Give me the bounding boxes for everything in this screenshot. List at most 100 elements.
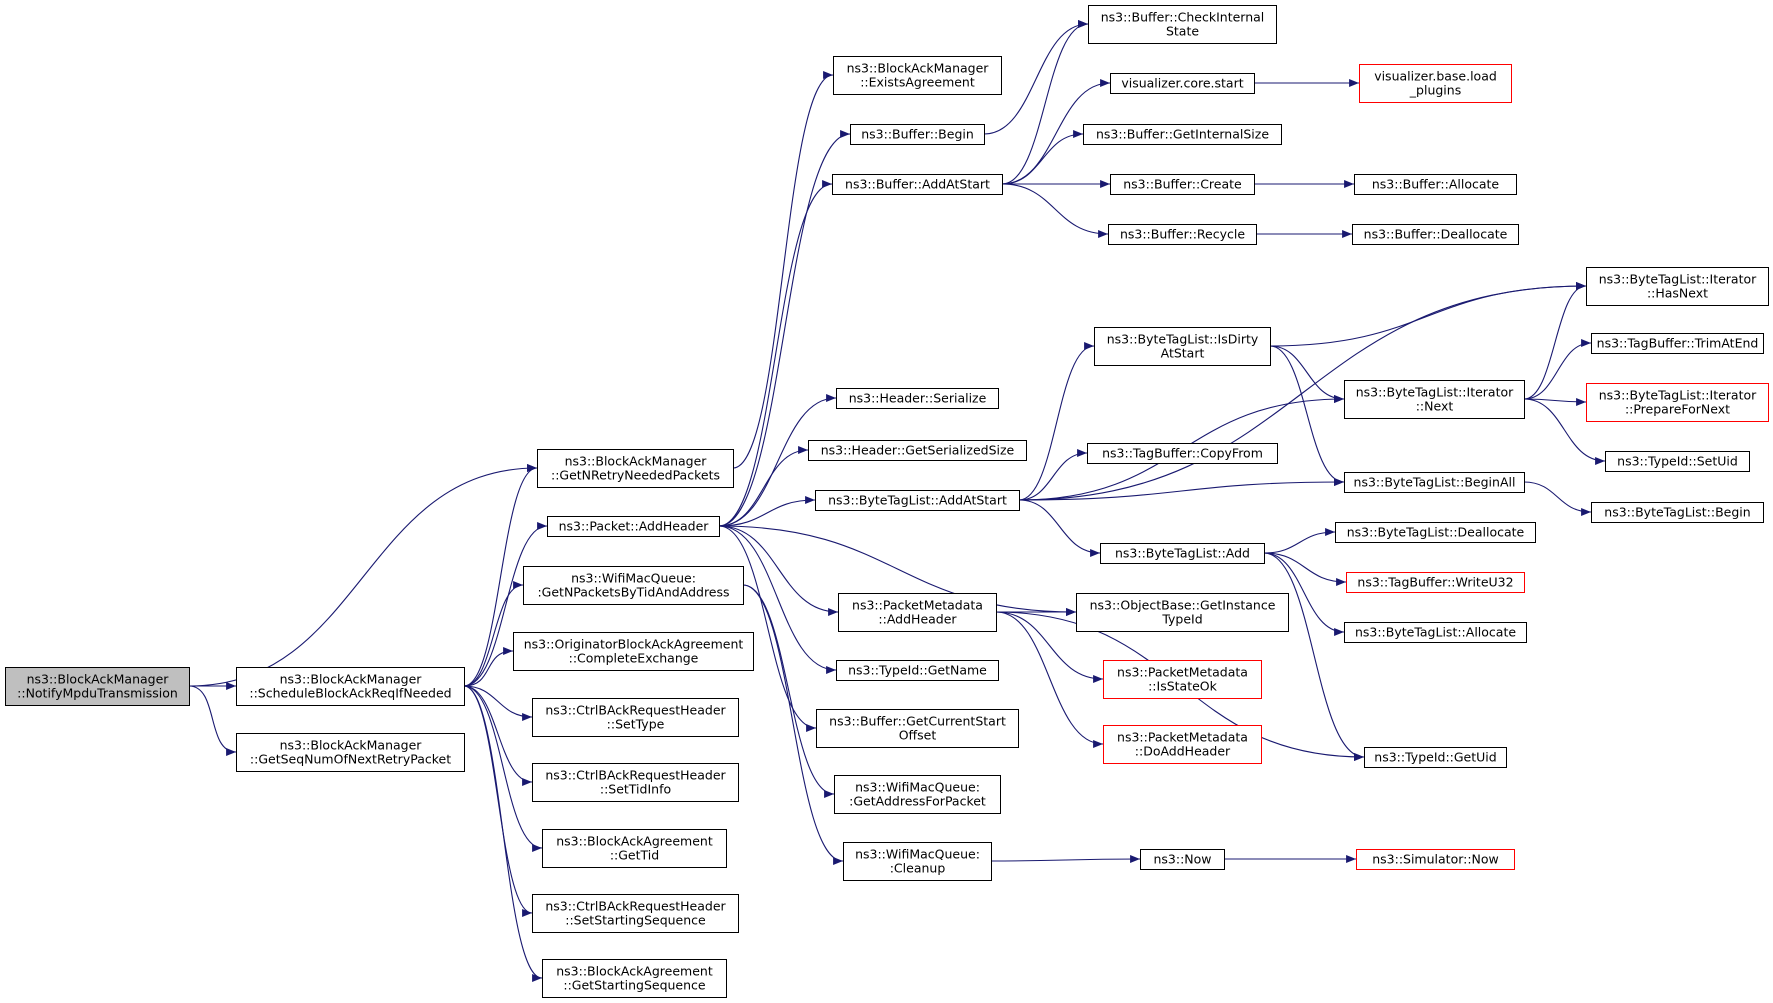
node-label: TypeId <box>1161 612 1202 627</box>
node-header_serialize[interactable]: ns3::Header::Serialize <box>836 388 999 409</box>
node-typeid_getuid[interactable]: ns3::TypeId::GetUid <box>1364 747 1507 768</box>
node-box <box>1605 451 1750 472</box>
node-buffer_create[interactable]: ns3::Buffer::Create <box>1110 174 1255 195</box>
node-viz_core_start[interactable]: visualizer.core.start <box>1110 73 1255 94</box>
node-label: ns3::TagBuffer::WriteU32 <box>1357 575 1513 590</box>
edge-schedule-to-completeexchange <box>463 647 514 687</box>
edge-packet_addheader-to-buffer_begin <box>718 130 851 527</box>
node-label: Offset <box>899 728 937 743</box>
node-buffer_recycle[interactable]: ns3::Buffer::Recycle <box>1108 224 1257 245</box>
node-completeexchange[interactable]: ns3::OriginatorBlockAckAgreement::Comple… <box>513 632 754 671</box>
node-btl_deallocate[interactable]: ns3::ByteTagList::Deallocate <box>1335 522 1536 543</box>
edge-btl_addatstart-to-btl_add <box>1018 499 1101 557</box>
node-buffer_allocate[interactable]: ns3::Buffer::Allocate <box>1354 174 1517 195</box>
node-box <box>236 733 465 772</box>
node-btl_iter_hasnext[interactable]: ns3::ByteTagList::Iterator::HasNext <box>1586 267 1769 306</box>
node-box <box>1344 472 1525 493</box>
node-pm_doaddheader[interactable]: ns3::PacketMetadata::DoAddHeader <box>1103 725 1262 764</box>
node-settidinfo[interactable]: ns3::CtrlBAckRequestHeader::SetTidInfo <box>532 763 739 802</box>
edge-schedule-to-gettid <box>463 685 543 852</box>
node-label: ns3::TagBuffer::TrimAtEnd <box>1597 336 1759 351</box>
node-box <box>1359 64 1512 103</box>
node-pm_addheader[interactable]: ns3::PacketMetadata::AddHeader <box>838 593 997 632</box>
node-box <box>1083 124 1282 145</box>
node-schedule[interactable]: ns3::BlockAckManager::ScheduleBlockAckRe… <box>236 667 465 706</box>
node-label: ::HasNext <box>1647 286 1708 301</box>
edge-btl_isdirty-to-btl_iter_hasnext <box>1269 282 1587 347</box>
node-cleanup[interactable]: ns3::WifiMacQueue::Cleanup <box>843 842 992 881</box>
node-label: ::CompleteExchange <box>569 651 699 666</box>
node-label: ns3::TagBuffer::CopyFrom <box>1102 446 1263 461</box>
node-btl_addatstart[interactable]: ns3::ByteTagList::AddAtStart <box>815 490 1020 511</box>
node-label: ns3::Buffer::GetCurrentStart <box>829 714 1006 729</box>
node-viz_base_load[interactable]: visualizer.base.load_plugins <box>1359 64 1512 103</box>
node-label: ns3::CtrlBAckRequestHeader <box>545 899 726 914</box>
node-label: _plugins <box>1409 83 1461 98</box>
edge-btl_isdirty-to-btl_beginall <box>1269 345 1345 486</box>
edge-root-to-getseqnum <box>188 685 237 756</box>
node-tagbuffer_writeu32[interactable]: ns3::TagBuffer::WriteU32 <box>1346 572 1525 593</box>
node-typeid_getname[interactable]: ns3::TypeId::GetName <box>836 660 999 681</box>
node-setstartingseq[interactable]: ns3::CtrlBAckRequestHeader::SetStartingS… <box>532 894 739 933</box>
node-tagbuffer_trimatend[interactable]: ns3::TagBuffer::TrimAtEnd <box>1591 333 1764 354</box>
node-box <box>850 124 985 145</box>
node-label: ::GetSeqNumOfNextRetryPacket <box>250 752 451 767</box>
node-label: ns3::PacketMetadata <box>852 598 983 613</box>
node-label: ::SetTidInfo <box>600 782 671 797</box>
node-btl_begin[interactable]: ns3::ByteTagList::Begin <box>1591 502 1764 523</box>
node-label: ns3::BlockAckManager <box>280 672 423 687</box>
node-btl_add[interactable]: ns3::ByteTagList::Add <box>1100 543 1265 564</box>
node-label: ns3::Buffer::Recycle <box>1120 227 1245 242</box>
node-settype[interactable]: ns3::CtrlBAckRequestHeader::SetType <box>532 698 739 737</box>
node-buffer_begin[interactable]: ns3::Buffer::Begin <box>850 124 985 145</box>
node-label: State <box>1166 24 1199 39</box>
node-pm_isstateok[interactable]: ns3::PacketMetadata::IsStateOk <box>1103 660 1262 699</box>
node-label: ns3::Now <box>1153 852 1211 867</box>
node-ns3_now[interactable]: ns3::Now <box>1140 849 1225 870</box>
node-getseqnum[interactable]: ns3::BlockAckManager::GetSeqNumOfNextRet… <box>236 733 465 772</box>
node-getaddressforpacket[interactable]: ns3::WifiMacQueue::GetAddressForPacket <box>834 775 1001 814</box>
node-getnpackets[interactable]: ns3::WifiMacQueue::GetNPacketsByTidAndAd… <box>523 566 744 605</box>
node-label: ::ScheduleBlockAckReqIfNeeded <box>249 686 451 701</box>
node-packet_addheader[interactable]: ns3::Packet::AddHeader <box>547 516 720 537</box>
node-box <box>833 56 1002 95</box>
node-simulator_now[interactable]: ns3::Simulator::Now <box>1356 849 1515 870</box>
node-label: ns3::Buffer::Deallocate <box>1364 227 1508 242</box>
node-box <box>537 449 734 488</box>
node-existsagreement[interactable]: ns3::BlockAckManager::ExistsAgreement <box>833 56 1002 95</box>
node-btl_iter_next[interactable]: ns3::ByteTagList::Iterator::Next <box>1344 380 1525 419</box>
node-typeid_setuid[interactable]: ns3::TypeId::SetUid <box>1605 451 1750 472</box>
node-buffer_addatstart[interactable]: ns3::Buffer::AddAtStart <box>832 174 1003 195</box>
node-getnretry[interactable]: ns3::BlockAckManager::GetNRetryNeededPac… <box>537 449 734 488</box>
node-btl_iter_prepare[interactable]: ns3::ByteTagList::Iterator::PrepareForNe… <box>1586 383 1769 422</box>
node-box <box>532 763 739 802</box>
node-box <box>542 959 727 998</box>
node-buffer_deallocate[interactable]: ns3::Buffer::Deallocate <box>1352 224 1519 245</box>
edge-buffer_addatstart-to-buffer_recycle <box>1001 183 1109 238</box>
edge-schedule-to-settidinfo <box>463 685 533 786</box>
node-label: :GetNPacketsByTidAndAddress <box>537 585 729 600</box>
node-tagbuffer_copyfrom[interactable]: ns3::TagBuffer::CopyFrom <box>1087 443 1278 464</box>
node-label: visualizer.core.start <box>1121 76 1243 91</box>
node-box <box>1088 5 1277 44</box>
edge-btl_addatstart-to-tagbuffer_copyfrom <box>1018 449 1088 501</box>
node-root[interactable]: ns3::BlockAckManager::NotifyMpduTransmis… <box>5 667 190 706</box>
node-gettid[interactable]: ns3::BlockAckAgreement::GetTid <box>542 829 727 868</box>
node-label: ns3::Buffer::Begin <box>861 127 974 142</box>
node-getstartingseq[interactable]: ns3::BlockAckAgreement::GetStartingSeque… <box>542 959 727 998</box>
node-btl_beginall[interactable]: ns3::ByteTagList::BeginAll <box>1344 472 1525 493</box>
edge-packet_addheader-to-buffer_getcurrentstart <box>718 525 817 732</box>
node-buffer_getinternalsize[interactable]: ns3::Buffer::GetInternalSize <box>1083 124 1282 145</box>
node-btl_allocate[interactable]: ns3::ByteTagList::Allocate <box>1344 622 1527 643</box>
node-box <box>843 842 992 881</box>
node-label: ns3::BlockAckAgreement <box>556 964 713 979</box>
node-box <box>532 698 739 737</box>
node-label: ::AddHeader <box>878 612 957 627</box>
node-label: :Cleanup <box>890 861 946 876</box>
node-header_getsize[interactable]: ns3::Header::GetSerializedSize <box>808 440 1027 461</box>
